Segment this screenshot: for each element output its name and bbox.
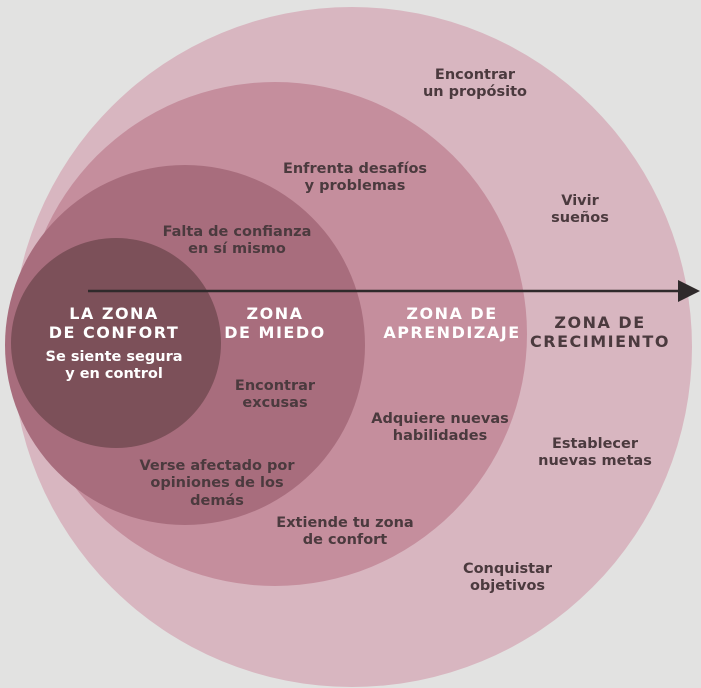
growth-item-purpose: Encontrar un propósito <box>422 67 528 101</box>
growth-zone-title: ZONA DE CRECIMIENTO <box>530 313 670 352</box>
fear-item-confidence: Falta de confianza en sí mismo <box>162 224 312 258</box>
comfort-zone-circle <box>11 238 221 448</box>
fear-item-excuses: Encontrar excusas <box>234 378 316 412</box>
comfort-zone-title: LA ZONA DE CONFORT <box>48 304 180 343</box>
arrow-head-icon <box>678 280 700 302</box>
learning-item-skills: Adquiere nuevas habilidades <box>371 411 509 445</box>
learning-item-challenges: Enfrenta desafíos y problemas <box>282 161 428 195</box>
growth-item-dreams: Vivir sueños <box>551 193 609 227</box>
learning-item-extend: Extiende tu zona de confort <box>276 515 414 549</box>
fear-zone-title: ZONA DE MIEDO <box>224 304 326 343</box>
comfort-zone-subtitle: Se siente segura y en control <box>45 349 183 383</box>
growth-item-goals: Establecer nuevas metas <box>538 436 652 470</box>
learning-zone-title: ZONA DE APRENDIZAJE <box>383 304 521 343</box>
fear-item-opinions: Verse afectado por opiniones de los demá… <box>139 458 295 509</box>
growth-item-objectives: Conquistar objetivos <box>462 561 553 595</box>
